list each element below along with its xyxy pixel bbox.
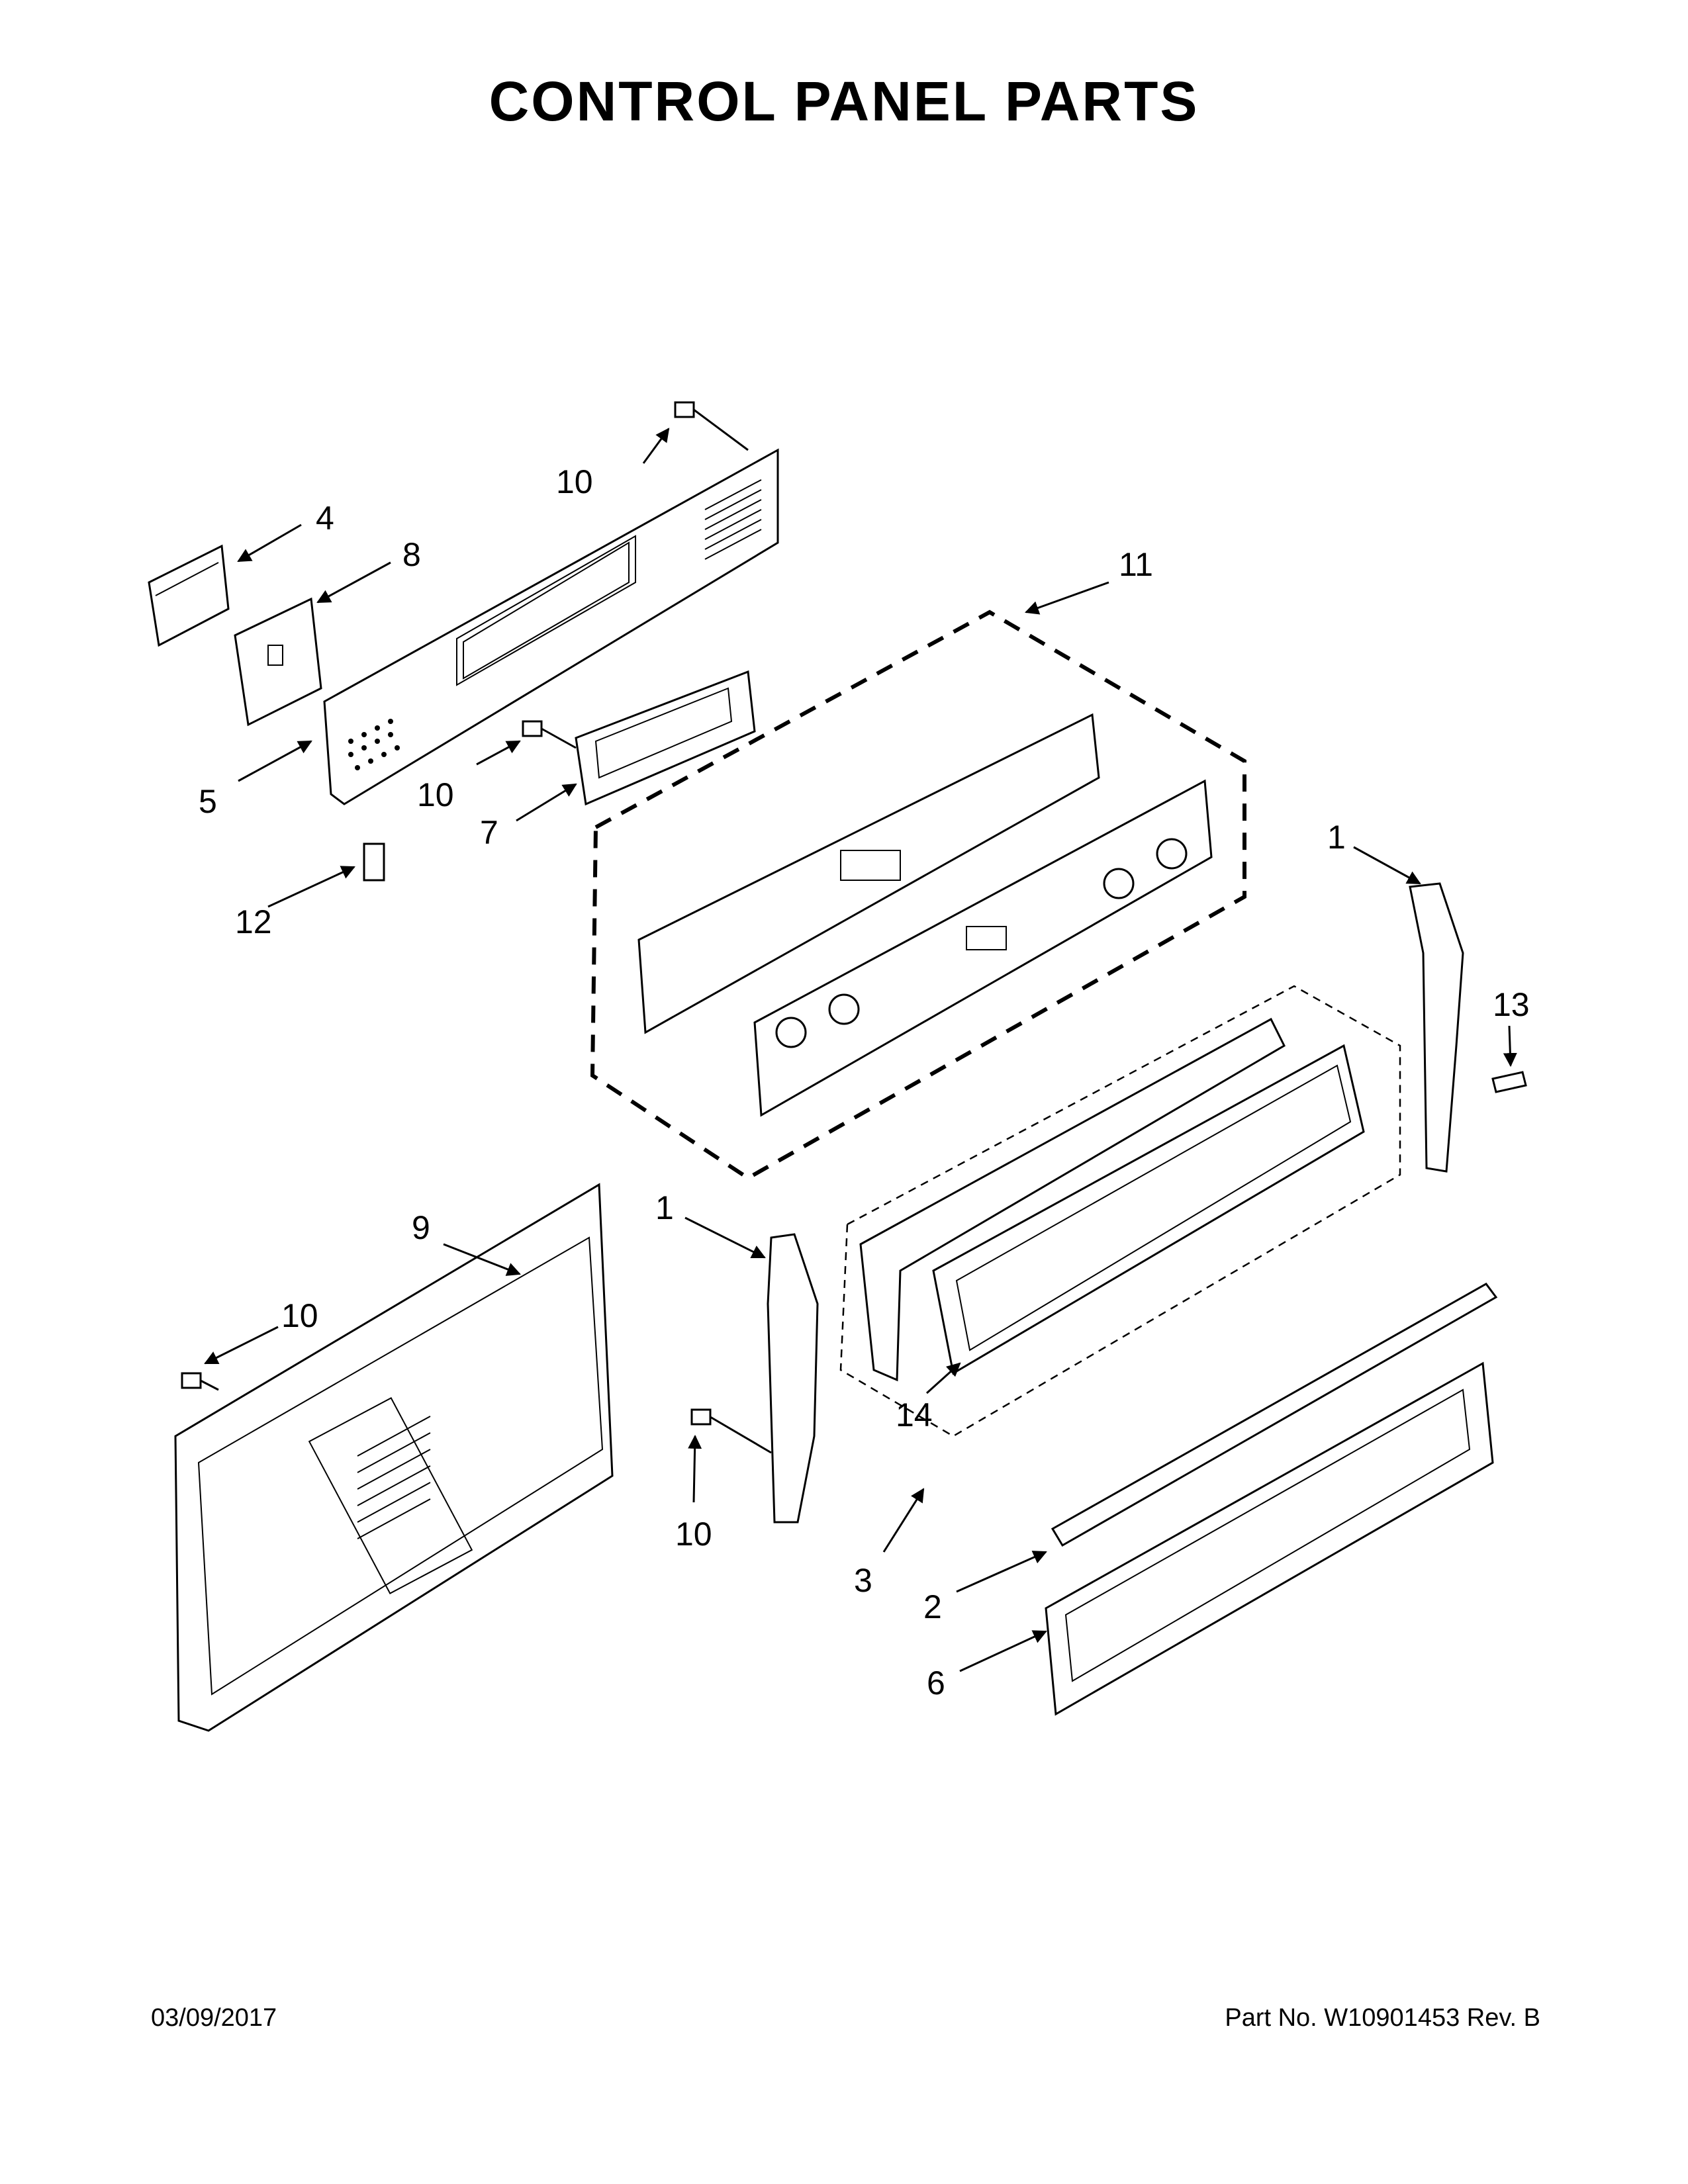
screw-left bbox=[181, 1372, 219, 1391]
callout-5: 5 bbox=[199, 783, 217, 820]
end-cap-left bbox=[767, 1233, 819, 1524]
leader-10-left bbox=[204, 1326, 279, 1365]
bottom-bracket bbox=[1045, 1361, 1494, 1716]
cross-bar bbox=[1051, 1283, 1498, 1547]
callout-3: 3 bbox=[854, 1562, 872, 1599]
rear-panel bbox=[174, 1183, 614, 1732]
callout-8: 8 bbox=[402, 536, 421, 573]
trim-pieces bbox=[859, 1017, 1365, 1382]
screw-top bbox=[674, 401, 749, 451]
ground-clip bbox=[1491, 1071, 1527, 1093]
electronic-board-small bbox=[148, 544, 230, 647]
callout-10-left: 10 bbox=[281, 1297, 318, 1334]
small-clip bbox=[363, 842, 385, 882]
console-assembly-outline bbox=[590, 610, 1246, 1181]
leader-7 bbox=[516, 783, 577, 822]
callout-10-top: 10 bbox=[556, 463, 593, 500]
leader-10-top bbox=[642, 428, 670, 464]
callout-13: 13 bbox=[1493, 986, 1530, 1023]
callout-2: 2 bbox=[923, 1588, 942, 1625]
leader-9 bbox=[443, 1243, 521, 1276]
leader-13 bbox=[1503, 1025, 1517, 1068]
leader-12 bbox=[267, 866, 355, 908]
leader-1-right bbox=[1353, 846, 1421, 885]
leader-14 bbox=[925, 1362, 961, 1394]
control-panel-plate bbox=[323, 448, 779, 805]
leader-4 bbox=[237, 523, 302, 563]
leader-8 bbox=[316, 561, 391, 604]
callout-10-mid: 10 bbox=[417, 776, 454, 813]
leader-10-mid bbox=[476, 740, 521, 766]
callout-10-bottom: 10 bbox=[675, 1516, 712, 1553]
callout-9: 9 bbox=[412, 1209, 430, 1246]
screw-bottom bbox=[690, 1408, 772, 1454]
console-frame bbox=[637, 713, 1213, 1117]
trim-assembly-outline bbox=[839, 985, 1401, 1437]
callout-7: 7 bbox=[480, 814, 498, 851]
callout-1-mid: 1 bbox=[655, 1189, 674, 1226]
end-cap-right bbox=[1409, 882, 1464, 1173]
leader-11 bbox=[1025, 581, 1109, 615]
callout-12: 12 bbox=[235, 903, 272, 940]
leader-6 bbox=[959, 1630, 1047, 1672]
screw-mid bbox=[522, 720, 577, 749]
callout-4: 4 bbox=[316, 500, 334, 537]
control-board bbox=[575, 670, 756, 806]
leader-10-bottom bbox=[688, 1434, 702, 1503]
callout-6: 6 bbox=[927, 1664, 945, 1702]
callout-11: 11 bbox=[1119, 546, 1153, 583]
callout-14: 14 bbox=[896, 1396, 933, 1433]
page-title: CONTROL PANEL PARTS bbox=[489, 70, 1199, 132]
leader-1-mid bbox=[684, 1216, 766, 1259]
leader-5 bbox=[238, 740, 312, 782]
leader-3 bbox=[882, 1488, 925, 1553]
callout-1-right: 1 bbox=[1327, 819, 1346, 856]
footer-date: 03/09/2017 bbox=[151, 2004, 277, 2032]
footer-part-number: Part No. W10901453 Rev. B bbox=[1225, 2004, 1540, 2032]
leader-2 bbox=[956, 1551, 1047, 1593]
board-bracket bbox=[234, 597, 322, 727]
